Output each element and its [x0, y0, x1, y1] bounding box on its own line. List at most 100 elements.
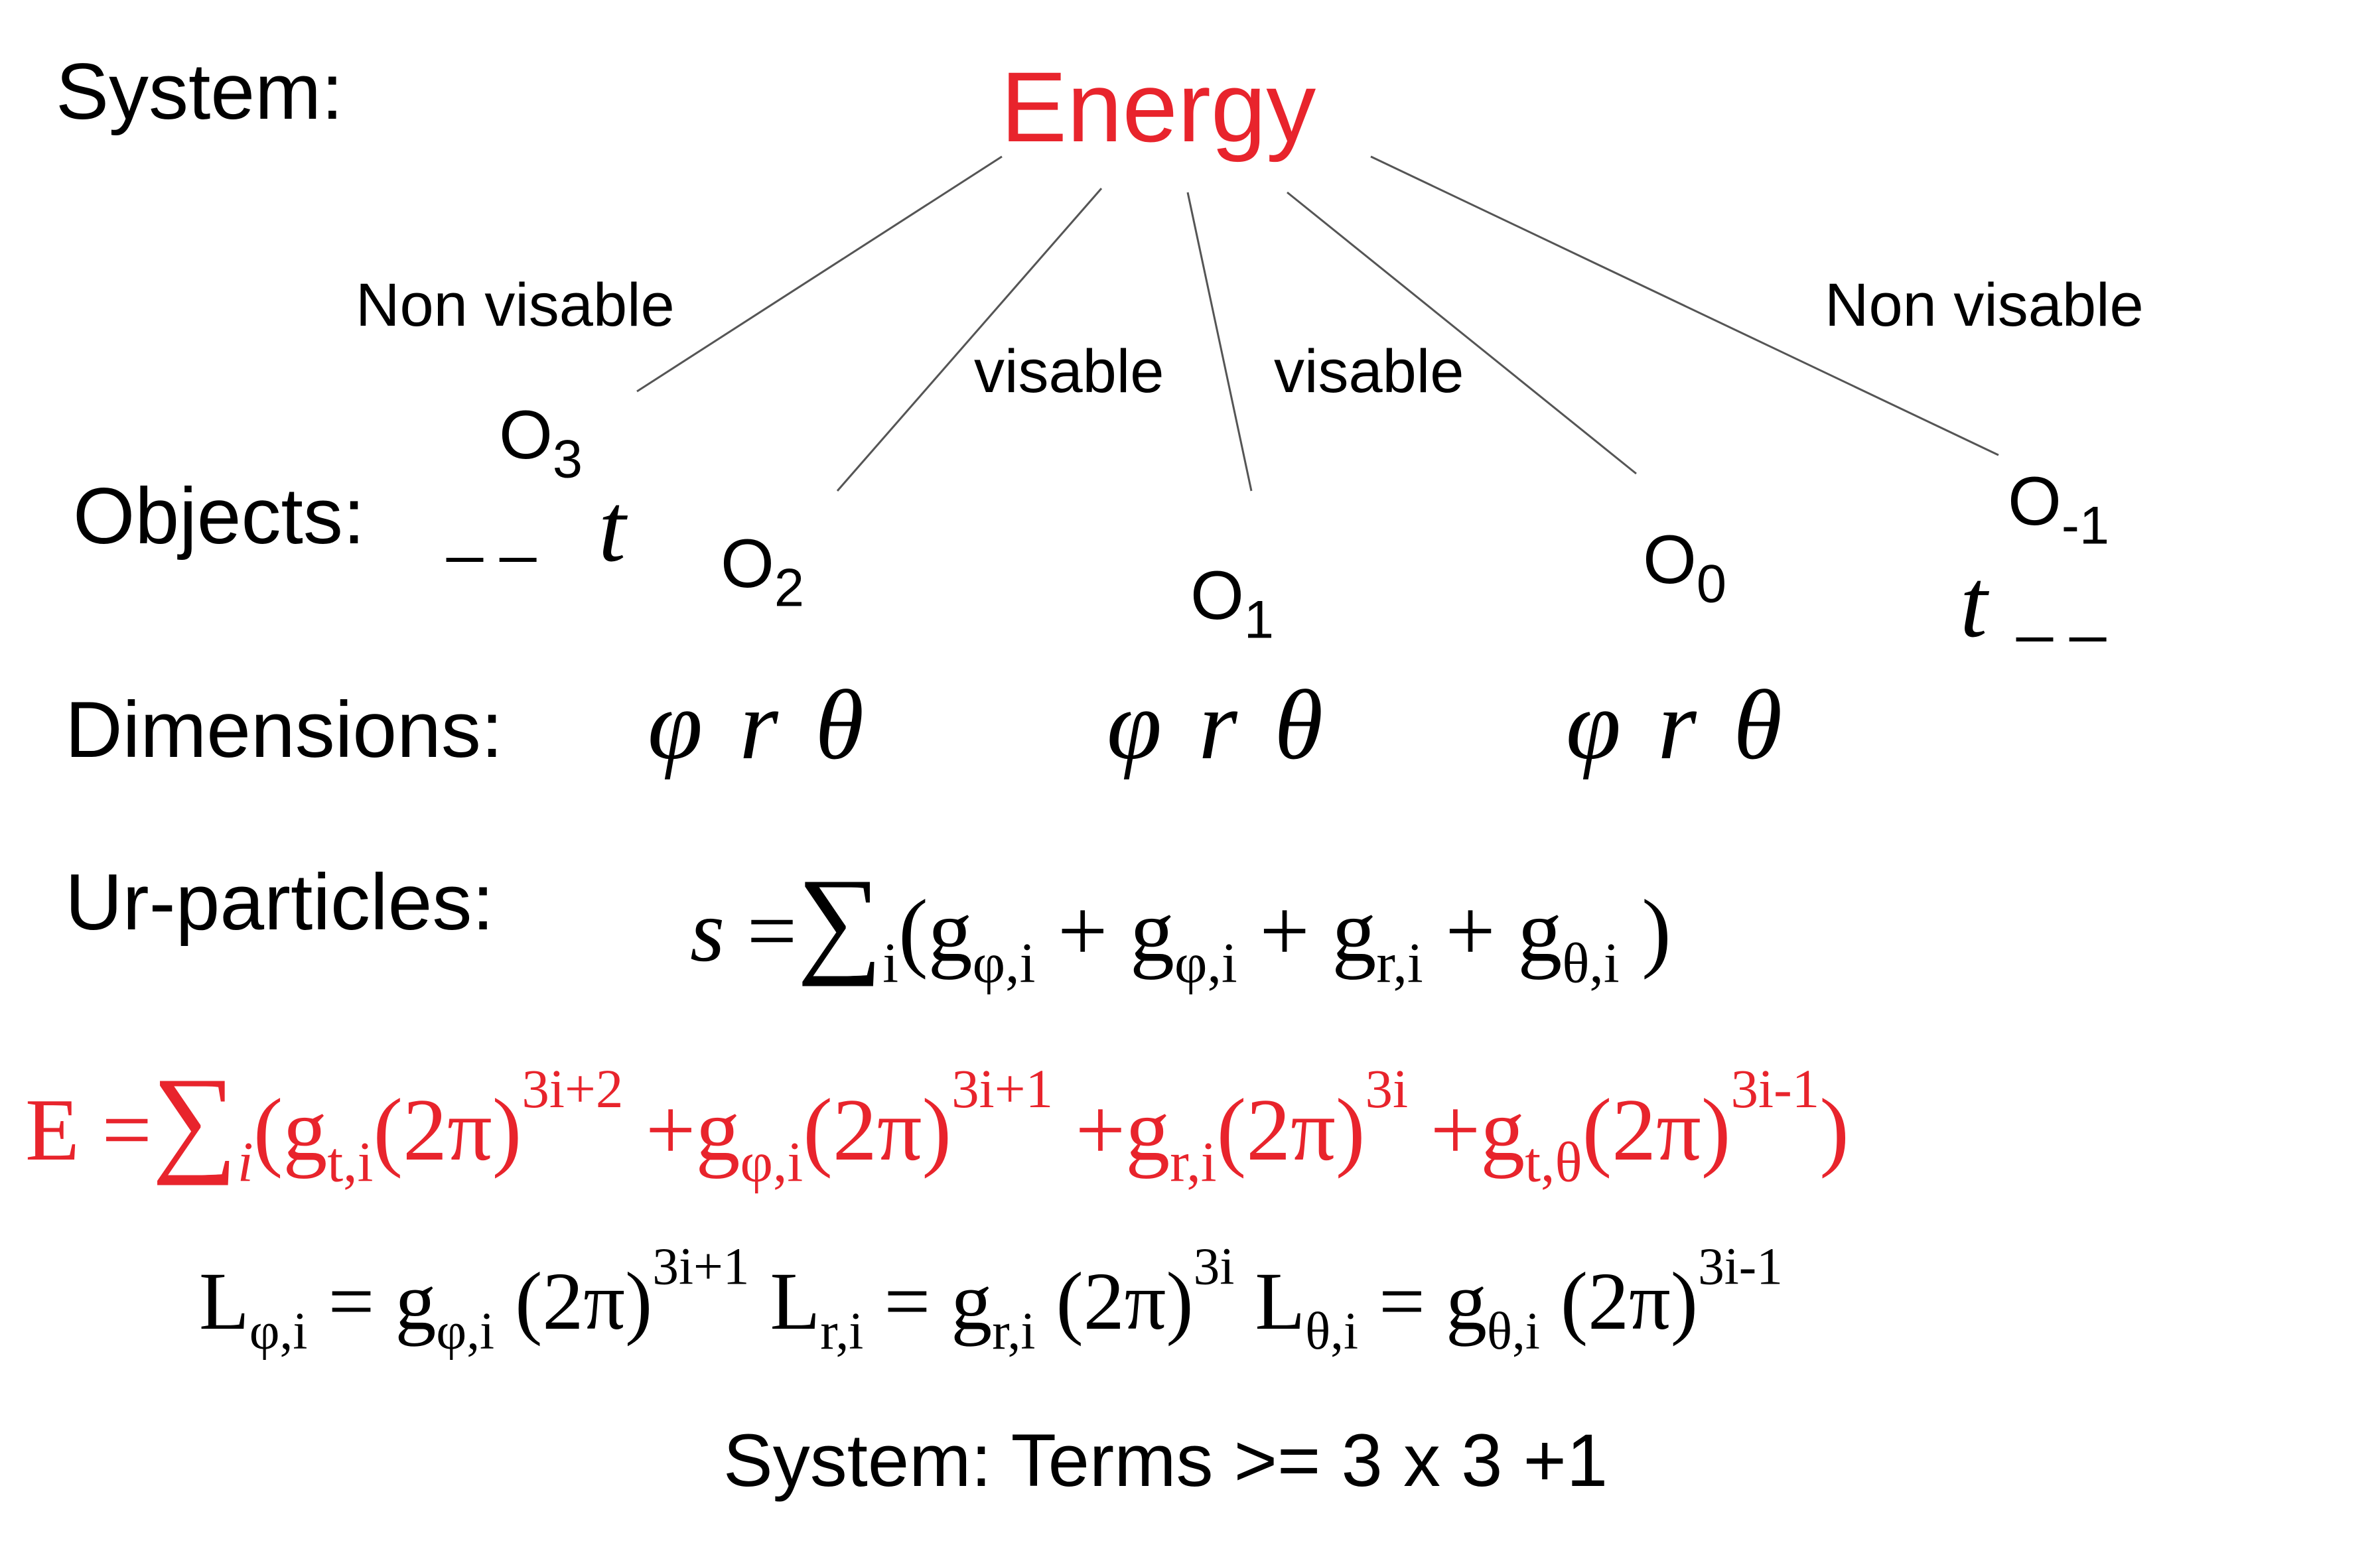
dimension-group-1: φ r θ	[648, 670, 871, 780]
s-sum-sub: i	[882, 931, 899, 995]
s-plus-2: +	[1259, 882, 1310, 980]
object-o3-base: O	[499, 397, 553, 474]
connector-om1	[1370, 155, 1999, 456]
s-t1-sub: φ,i	[972, 931, 1036, 995]
e-close: )	[1819, 1081, 1849, 1179]
s-formula: s =∑i(gφ,i + gφ,i + gr,i + gθ,i )	[690, 861, 1671, 992]
branch-label-inner-left: visable	[974, 338, 1164, 405]
dimension-group-3: φ r θ	[1566, 670, 1789, 780]
object-o2: O2	[721, 529, 804, 615]
e-t4-g: g	[1480, 1081, 1525, 1179]
s-close: )	[1642, 882, 1671, 980]
l3-twopi: (2π)	[1560, 1256, 1699, 1347]
s-t3-sub: r,i	[1376, 931, 1423, 995]
object-om1-time-suffix: _ _	[2017, 572, 2106, 643]
l3-exp: 3i-1	[1698, 1237, 1783, 1296]
e-sum-sub: i	[237, 1130, 253, 1194]
e-plus-2: +	[1075, 1081, 1126, 1179]
objects-label: Objects:	[73, 472, 366, 561]
s-sum-symbol: ∑	[797, 854, 883, 987]
l3-g-sub: θ,i	[1486, 1302, 1540, 1361]
s-t1-g: g	[928, 882, 973, 980]
urparticles-label: Ur-particles:	[65, 858, 494, 947]
l1-eq: =	[328, 1256, 375, 1347]
object-om1-time: t	[1960, 549, 1988, 658]
l2-g: g	[951, 1256, 993, 1347]
l3-eq: =	[1379, 1256, 1425, 1347]
e-t3-twopi: (2π)	[1216, 1081, 1365, 1179]
object-o3-sub: 3	[552, 429, 583, 490]
l1-L: L	[199, 1256, 249, 1347]
object-om1: O-1	[2008, 467, 2109, 553]
s-t4-sub: θ,i	[1562, 931, 1620, 995]
object-om1-sub: -1	[2061, 496, 2110, 556]
footer-terms: System: Terms >= 3 x 3 +1	[723, 1419, 1608, 1502]
object-o0: O0	[1643, 525, 1726, 611]
e-t3-sub: r,i	[1170, 1130, 1217, 1194]
dimension-group-2: φ r θ	[1107, 670, 1330, 780]
s-plus-3: +	[1445, 882, 1496, 980]
connector-o3	[636, 155, 1003, 393]
l2-twopi: (2π)	[1056, 1256, 1194, 1347]
l1-exp: 3i+1	[652, 1237, 750, 1296]
object-o3: O3	[499, 401, 583, 486]
e-t3-g: g	[1125, 1081, 1170, 1179]
l3-L: L	[1255, 1256, 1306, 1347]
l3-g: g	[1445, 1256, 1487, 1347]
e-t2-g: g	[695, 1081, 740, 1179]
e-t2-twopi: (2π)	[803, 1081, 952, 1179]
e-t3-exp: 3i	[1365, 1058, 1409, 1120]
object-o0-sub: 0	[1696, 554, 1727, 614]
s-t2-g: g	[1130, 882, 1174, 980]
connector-o0	[1287, 191, 1637, 475]
l2-L-sub: r,i	[820, 1302, 864, 1361]
e-t2-exp: 3i+1	[951, 1058, 1054, 1120]
l2-L: L	[770, 1256, 821, 1347]
e-lhs: E	[25, 1081, 80, 1179]
object-o1-base: O	[1190, 557, 1244, 634]
l3-L-sub: θ,i	[1305, 1302, 1359, 1361]
s-t3-g: g	[1332, 882, 1377, 980]
s-eq: =	[746, 882, 798, 980]
e-t1-twopi: (2π)	[373, 1081, 522, 1179]
e-t4-twopi: (2π)	[1582, 1081, 1731, 1179]
s-lhs: s	[690, 882, 725, 980]
e-t1-g: g	[283, 1081, 328, 1179]
e-t1-sub: t,i	[327, 1130, 374, 1194]
e-plus-1: +	[645, 1081, 696, 1179]
s-plus-1: +	[1057, 882, 1108, 980]
e-eq: =	[102, 1081, 152, 1179]
e-plus-3: +	[1430, 1081, 1481, 1179]
e-t2-sub: φ,i	[740, 1130, 804, 1194]
object-o3-time-prefix: _ _	[447, 492, 536, 563]
s-t4-g: g	[1517, 882, 1563, 980]
l1-L-sub: φ,i	[249, 1302, 308, 1361]
l2-eq: =	[884, 1256, 931, 1347]
object-o1-sub: 1	[1243, 590, 1275, 650]
l2-g-sub: r,i	[992, 1302, 1036, 1361]
system-label: System:	[56, 47, 344, 136]
e-formula: E =∑i(gt,i(2π)3i+2 +gφ,i(2π)3i+1 +gr,i(2…	[25, 1058, 1849, 1191]
object-o2-base: O	[721, 525, 774, 602]
object-o3-time: t	[598, 474, 626, 582]
object-o1: O1	[1190, 561, 1274, 647]
branch-label-inner-right: visable	[1274, 338, 1464, 405]
dimensions-label: Dimensions:	[65, 685, 504, 774]
object-o2-sub: 2	[774, 558, 805, 618]
s-open: (	[898, 882, 928, 980]
e-t4-exp: 3i-1	[1730, 1058, 1820, 1120]
connector-o2	[836, 188, 1103, 492]
object-om1-base: O	[2008, 463, 2062, 540]
connector-o1	[1186, 192, 1253, 492]
e-sum-symbol: ∑	[151, 1053, 238, 1186]
e-open: (	[253, 1081, 283, 1179]
l1-twopi: (2π)	[515, 1256, 653, 1347]
e-t1-exp: 3i+2	[522, 1058, 624, 1120]
l-formulas: Lφ,i = gφ,i (2π)3i+1 Lr,i = gr,i (2π)3i …	[199, 1241, 1783, 1358]
object-o0-base: O	[1643, 521, 1697, 598]
l1-g: g	[395, 1256, 437, 1347]
s-t2-sub: φ,i	[1174, 931, 1237, 995]
l2-exp: 3i	[1193, 1237, 1235, 1296]
energy-title: Energy	[1001, 51, 1316, 163]
